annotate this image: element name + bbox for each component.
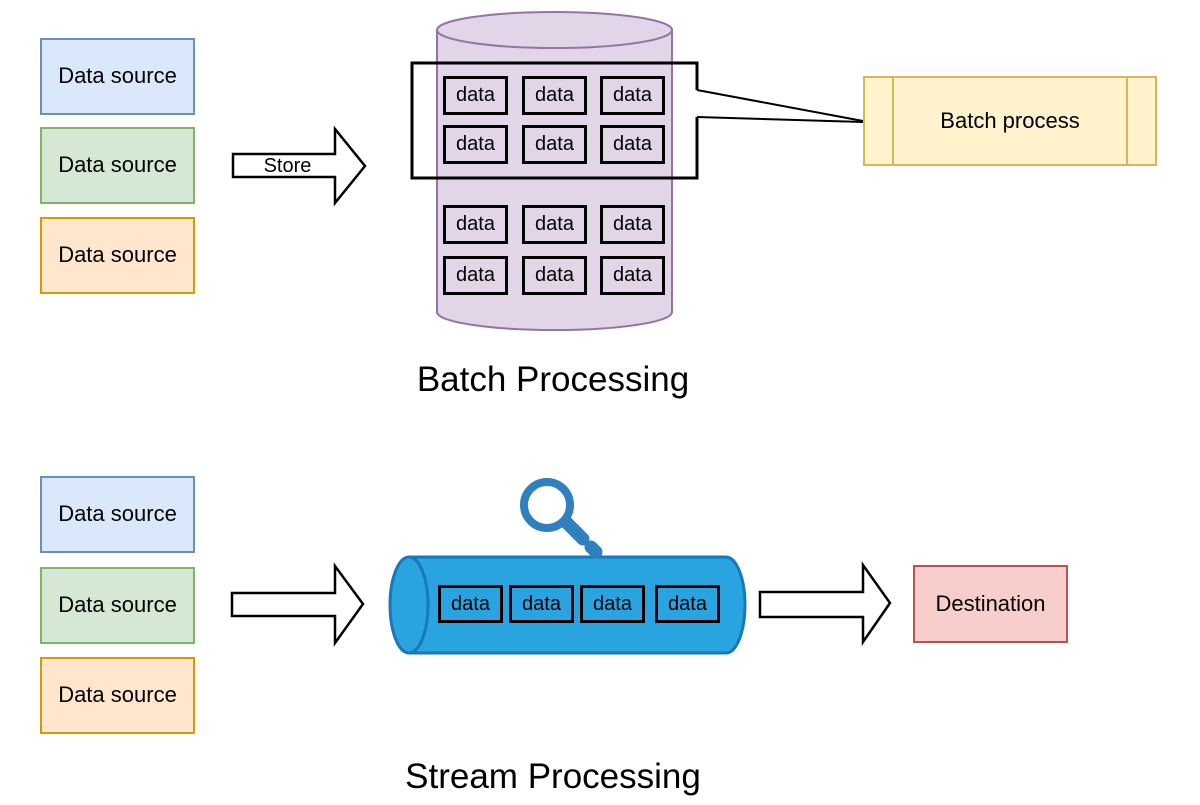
db-data-cell: data [522, 125, 587, 164]
magnifier-handle-tip [584, 540, 603, 559]
callout-line-top [696, 89, 864, 122]
db-data-cell: data [600, 256, 665, 295]
db-data-cell: data [443, 256, 508, 295]
store-arrow [231, 125, 367, 207]
destination-label: Destination [935, 590, 1046, 616]
database-cylinder-rim [436, 29, 673, 49]
magnifier-icon [520, 478, 603, 559]
process-divider-left [892, 78, 894, 164]
stream-arrow-left [230, 562, 365, 647]
batch-process-box: Batch process [863, 76, 1157, 166]
stream-data-source-1: Data source [40, 476, 195, 553]
stream-data-source-2: Data source [40, 567, 195, 644]
batch-window-rect [410, 61, 699, 180]
pipe-data-cell: data [580, 585, 645, 623]
batch-title: Batch Processing [416, 360, 690, 399]
db-data-cell: data [443, 125, 508, 164]
callout-line-bottom [696, 116, 864, 123]
db-data-cell: data [600, 205, 665, 244]
store-arrow-label: Store [263, 154, 312, 177]
stream-title: Stream Processing [405, 757, 701, 796]
db-data-cell: data [522, 256, 587, 295]
destination-box: Destination [913, 565, 1068, 643]
stream-pipe-rim [408, 555, 430, 655]
batch-data-source-2: Data source [40, 127, 195, 204]
magnifier-handle [560, 516, 590, 546]
stream-arrow-right [758, 561, 892, 647]
magnifier-lens [520, 478, 574, 532]
db-data-cell: data [443, 205, 508, 244]
pipe-data-cell: data [655, 585, 720, 623]
db-data-cell: data [522, 205, 587, 244]
batch-data-source-3: Data source [40, 217, 195, 294]
batch-process-label: Batch process [940, 107, 1080, 133]
pipe-data-cell: data [509, 585, 574, 623]
process-divider-right [1126, 78, 1128, 164]
db-data-cell: data [443, 76, 508, 115]
db-data-cell: data [522, 76, 587, 115]
pipe-data-cell: data [438, 585, 503, 623]
db-data-cell: data [600, 76, 665, 115]
db-data-cell: data [600, 125, 665, 164]
batch-data-source-1: Data source [40, 38, 195, 115]
stream-data-source-3: Data source [40, 657, 195, 734]
